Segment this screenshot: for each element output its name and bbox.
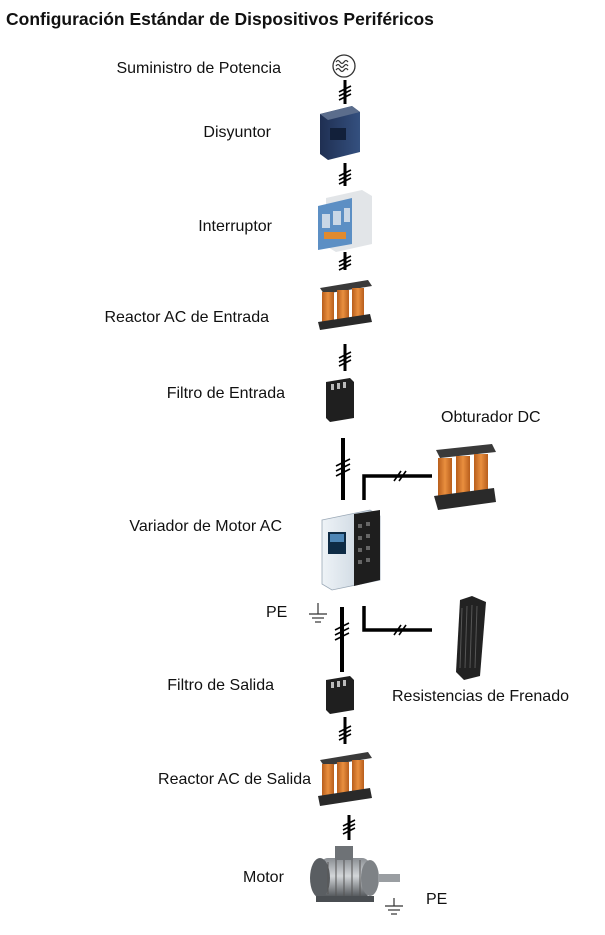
output-reactor-icon (318, 752, 372, 806)
label-ac-drive: Variador de Motor AC (129, 518, 282, 535)
label-power-supply: Suministro de Potencia (116, 60, 281, 77)
dc-choke-icon (434, 444, 496, 510)
label-input-filter: Filtro de Entrada (166, 385, 285, 402)
label-pe-motor: PE (426, 891, 448, 908)
label-dc-choke: Obturador DC (441, 409, 541, 426)
switch-icon (318, 190, 372, 252)
label-pe-drive: PE (266, 604, 288, 621)
label-output-reactor: Reactor AC de Salida (158, 771, 311, 788)
breaker-icon (320, 106, 360, 160)
motor-icon (310, 846, 400, 902)
label-input-reactor: Reactor AC de Entrada (104, 309, 269, 326)
braking-resistor-wire (362, 606, 432, 636)
label-braking-resistors: Resistencias de Frenado (392, 688, 569, 705)
ac-drive-icon (321, 509, 381, 591)
label-switch: Interruptor (198, 218, 272, 235)
page-title: Configuración Estándar de Dispositivos P… (6, 9, 434, 29)
power-supply-icon (332, 54, 356, 78)
ground-icon (309, 603, 327, 623)
wire-segments (340, 80, 351, 840)
label-breaker: Disyuntor (203, 124, 271, 141)
input-filter-icon (326, 378, 354, 422)
label-output-filter: Filtro de Salida (167, 677, 274, 694)
input-reactor-icon (318, 280, 372, 330)
ground-icon (385, 898, 403, 915)
output-filter-icon (326, 676, 354, 714)
dc-choke-wire (362, 470, 432, 500)
label-motor: Motor (243, 869, 284, 886)
wire-slash-marks (334, 85, 356, 835)
braking-resistor-icon (456, 596, 486, 680)
